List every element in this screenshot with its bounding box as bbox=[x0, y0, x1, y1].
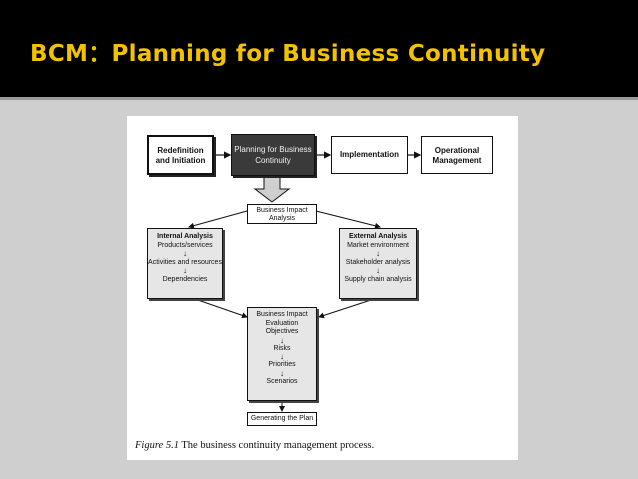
external-item-2: Stakeholder analysis bbox=[345, 259, 411, 266]
bcm-process-figure: Redefinition and Initiation Planning for… bbox=[127, 116, 518, 460]
caption-text: The business continuity management proce… bbox=[181, 440, 375, 451]
redefinition-line-2: and Initiation bbox=[155, 156, 206, 165]
generating-plan-label: Generating the Plan bbox=[250, 415, 314, 422]
planning-line-1: Planning for Business bbox=[234, 145, 312, 154]
down-arrow-icon: ↓ bbox=[183, 249, 187, 258]
external-analysis-box: External Analysis Market environment ↓ S… bbox=[339, 228, 417, 299]
caption-figure-number: Figure 5.1 bbox=[135, 440, 179, 451]
arrow-external-to-evaluation bbox=[318, 298, 375, 319]
down-arrow-icon: ↓ bbox=[280, 352, 284, 361]
figure-caption: Figure 5.1 The business continuity manag… bbox=[135, 440, 374, 451]
internal-analysis-box: Internal Analysis Products/services ↓ Ac… bbox=[147, 228, 223, 299]
planning-line-2: Continuity bbox=[255, 156, 291, 165]
evaluation-heading-1: Business Impact bbox=[256, 311, 308, 318]
implementation-label: Implementation bbox=[339, 150, 400, 159]
down-arrow-icon: ↓ bbox=[376, 249, 380, 258]
redefinition-line-1: Redefinition bbox=[157, 146, 204, 155]
generating-plan-box: Generating the Plan bbox=[247, 412, 317, 426]
arrow-bia-to-external bbox=[315, 210, 381, 229]
external-item-3: Supply chain analysis bbox=[344, 276, 412, 283]
implementation-box: Implementation bbox=[331, 136, 408, 174]
operational-line-1: Operational bbox=[434, 146, 480, 155]
block-arrow-planning-to-bia bbox=[253, 175, 291, 203]
operational-box: Operational Management bbox=[421, 136, 493, 174]
external-item-1: Market environment bbox=[347, 242, 409, 249]
bia-line-1: Business Impact bbox=[256, 207, 308, 214]
evaluation-item-3: Priorities bbox=[268, 361, 296, 368]
internal-item-1: Products/services bbox=[157, 242, 213, 249]
slide-title: BCM：Planning for Business Continuity bbox=[30, 41, 546, 67]
bia-line-2: Analysis bbox=[268, 215, 296, 222]
title-bar: BCM：Planning for Business Continuity bbox=[0, 0, 638, 100]
evaluation-heading-2: Evaluation bbox=[265, 319, 299, 327]
down-arrow-icon: ↓ bbox=[280, 335, 284, 345]
arrow-internal-to-evaluation bbox=[194, 298, 248, 319]
evaluation-item-2: Risks bbox=[273, 344, 291, 352]
arrow-bia-to-internal bbox=[188, 210, 248, 229]
operational-line-2: Management bbox=[432, 156, 482, 165]
evaluation-item-1: Objectives bbox=[265, 328, 299, 335]
business-impact-analysis-box: Business Impact Analysis bbox=[247, 204, 317, 224]
external-analysis-heading: External Analysis bbox=[348, 233, 408, 240]
redefinition-box: Redefinition and Initiation bbox=[147, 135, 214, 175]
planning-box: Planning for Business Continuity bbox=[231, 134, 315, 176]
internal-analysis-heading: Internal Analysis bbox=[157, 233, 213, 240]
evaluation-item-4: Scenarios bbox=[266, 377, 298, 385]
internal-item-3: Dependencies bbox=[162, 276, 208, 283]
business-impact-evaluation-box: Business Impact Evaluation Objectives ↓ … bbox=[247, 307, 317, 401]
internal-item-2: Activities and resources bbox=[148, 259, 222, 266]
down-arrow-icon: ↓ bbox=[280, 368, 284, 378]
connector-arrows bbox=[188, 151, 422, 412]
down-arrow-icon: ↓ bbox=[183, 266, 187, 275]
down-arrow-icon: ↓ bbox=[376, 266, 380, 275]
